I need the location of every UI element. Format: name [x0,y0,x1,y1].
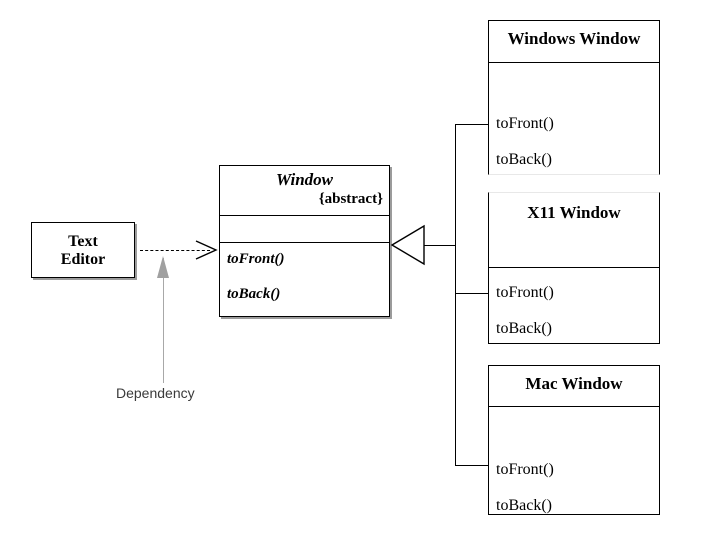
generalization-branch-windows-window [455,124,489,125]
compartment-attributes-window [220,216,389,242]
operation-window-0: toFront() [227,251,285,267]
compartment-operations-window: toFront() toBack() [220,243,389,316]
compartment-operations-mac-window: toFront() toBack() [489,407,659,514]
class-title-window: Window [275,170,333,189]
compartment-operations-windows-window: toFront() toBack() [489,63,659,174]
class-stereotype-abstract: {abstract} [318,191,383,207]
compartment-divider-mac-window [489,406,659,407]
compartment-divider-2 [220,242,389,243]
dependency-annotation-leader-line [163,258,164,383]
compartment-operations-x11-window: toFront() toBack() [489,268,659,343]
generalization-branch-mac-window [455,465,489,466]
class-box-window[interactable]: Window {abstract} toFront() toBack() [219,165,390,317]
compartment-divider-1 [220,215,389,216]
generalization-stem-line [424,245,455,246]
compartment-name-mac-window: Mac Window [489,366,659,406]
compartment-name-windows-window: Windows Window [489,21,659,62]
operation-windows-window-0: toFront() [496,115,554,132]
class-title-text-editor: Text Editor [32,233,134,270]
class-box-text-editor[interactable]: Text Editor [31,222,135,278]
operation-windows-window-1: toBack() [496,151,552,168]
class-title-mac-window: Mac Window [525,374,623,393]
class-box-x11-window[interactable]: X11 Window toFront() toBack() [488,192,660,344]
generalization-branch-x11-window [455,293,489,294]
compartment-divider-x11-window [489,267,659,268]
operation-window-1: toBack() [227,286,281,302]
compartment-name-x11-window: X11 Window [489,193,659,267]
operation-mac-window-1: toBack() [496,497,552,514]
class-title-line2: Editor [60,251,106,269]
class-box-windows-window[interactable]: Windows Window toFront() toBack() [488,20,660,175]
class-title-line1: Text [68,233,98,250]
compartment-divider-windows-window [489,62,659,63]
class-box-mac-window[interactable]: Mac Window toFront() toBack() [488,365,660,515]
class-title-x11-window: X11 Window [527,203,621,222]
compartment-name-window: Window {abstract} [220,166,389,215]
generalization-trunk-line [455,124,456,465]
operation-mac-window-0: toFront() [496,461,554,478]
operation-x11-window-1: toBack() [496,320,552,337]
generalization-hollow-triangle-icon [390,224,425,266]
dependency-dashed-line [140,250,210,251]
class-title-windows-window: Windows Window [507,29,641,48]
operation-x11-window-0: toFront() [496,284,554,301]
dependency-annotation-label: Dependency [116,385,195,401]
